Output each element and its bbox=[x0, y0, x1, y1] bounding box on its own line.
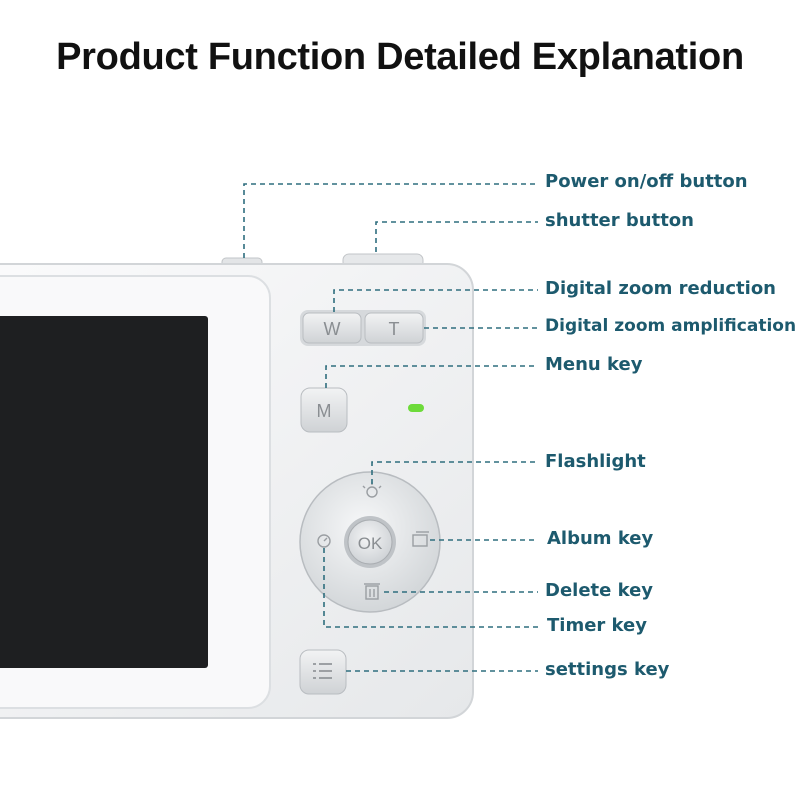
leader-zoom-reduction bbox=[333, 289, 538, 312]
ok-button[interactable] bbox=[347, 519, 393, 565]
menu-button[interactable] bbox=[300, 387, 348, 433]
screen bbox=[0, 316, 208, 668]
leader-shutter bbox=[375, 221, 538, 252]
leader-power bbox=[243, 183, 538, 258]
callout-settings: settings key bbox=[545, 659, 670, 680]
menu-button-label: M bbox=[317, 401, 332, 421]
callout-power: Power on/off button bbox=[545, 171, 748, 192]
callout-timer: Timer key bbox=[547, 615, 647, 636]
leader-menu bbox=[325, 365, 538, 388]
zoom-wide-label: W bbox=[324, 319, 341, 339]
zoom-tele-label: T bbox=[389, 319, 400, 339]
callout-zoom-amplification: Digital zoom amplification bbox=[545, 316, 797, 336]
settings-button[interactable] bbox=[299, 649, 347, 695]
timer-icon bbox=[317, 534, 331, 548]
zoom-wide-button[interactable] bbox=[302, 312, 362, 344]
trash-icon bbox=[364, 583, 380, 600]
album-icon bbox=[412, 531, 429, 547]
callout-delete: Delete key bbox=[545, 580, 654, 601]
ok-button-label: OK bbox=[358, 534, 383, 553]
status-led bbox=[408, 404, 424, 412]
callout-menu: Menu key bbox=[545, 354, 643, 375]
callout-shutter: shutter button bbox=[545, 210, 694, 231]
page-title: Product Function Detailed Explanation bbox=[56, 36, 744, 78]
leader-flashlight bbox=[371, 461, 538, 484]
callout-flashlight: Flashlight bbox=[545, 451, 646, 472]
leader-lines bbox=[243, 183, 538, 672]
lightning-bulb-icon bbox=[362, 482, 382, 498]
callout-album: Album key bbox=[547, 528, 654, 549]
list-icon bbox=[313, 663, 332, 679]
zoom-rocker: W T bbox=[300, 310, 426, 346]
zoom-tele-button[interactable] bbox=[364, 312, 424, 344]
control-dial[interactable]: OK bbox=[299, 471, 441, 613]
callout-zoom-reduction: Digital zoom reduction bbox=[545, 278, 776, 299]
